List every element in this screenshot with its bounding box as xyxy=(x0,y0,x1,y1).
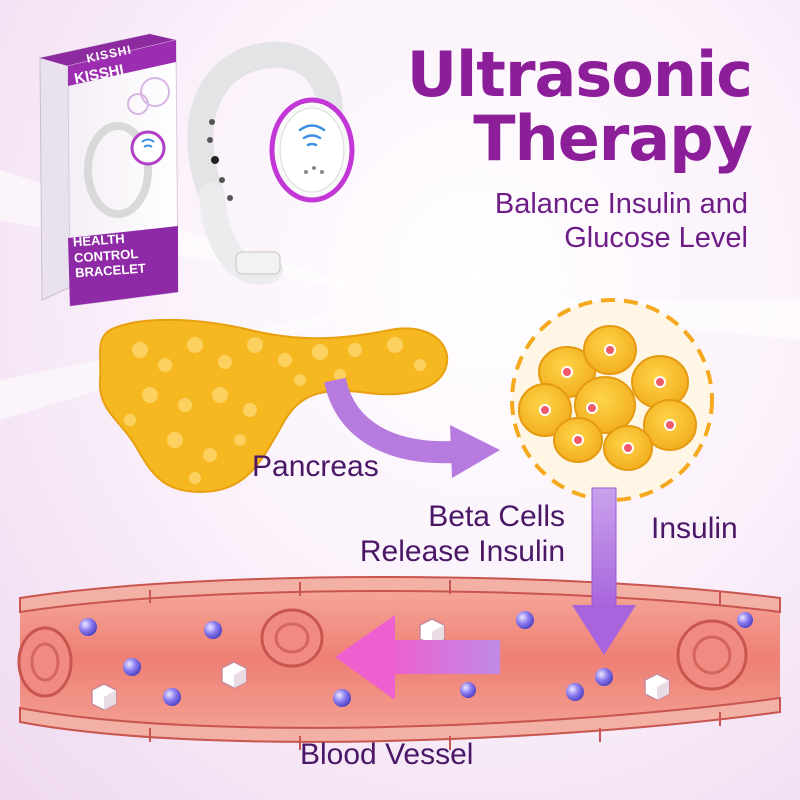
label-release-insulin: Release Insulin xyxy=(359,535,565,568)
label-beta-cells: Beta Cells xyxy=(428,500,565,533)
headline-line-1: Ultrasonic xyxy=(406,38,753,111)
flow-arrow xyxy=(335,615,500,700)
curved-arrow xyxy=(324,377,500,478)
subtitle-line-2: Glucose Level xyxy=(564,222,748,254)
label-blood-vessel: Blood Vessel xyxy=(300,738,474,771)
bracelet xyxy=(187,41,355,285)
box-tagline: HEALTH CONTROL BRACELET xyxy=(72,230,146,282)
beta-cells xyxy=(510,298,714,502)
headline-line-2: Therapy xyxy=(473,102,753,175)
label-insulin: Insulin xyxy=(651,512,738,545)
product-box xyxy=(39,33,179,307)
insulin-arrow xyxy=(572,487,636,655)
label-pancreas: Pancreas xyxy=(252,450,379,483)
subtitle-line-1: Balance Insulin and xyxy=(494,188,748,220)
